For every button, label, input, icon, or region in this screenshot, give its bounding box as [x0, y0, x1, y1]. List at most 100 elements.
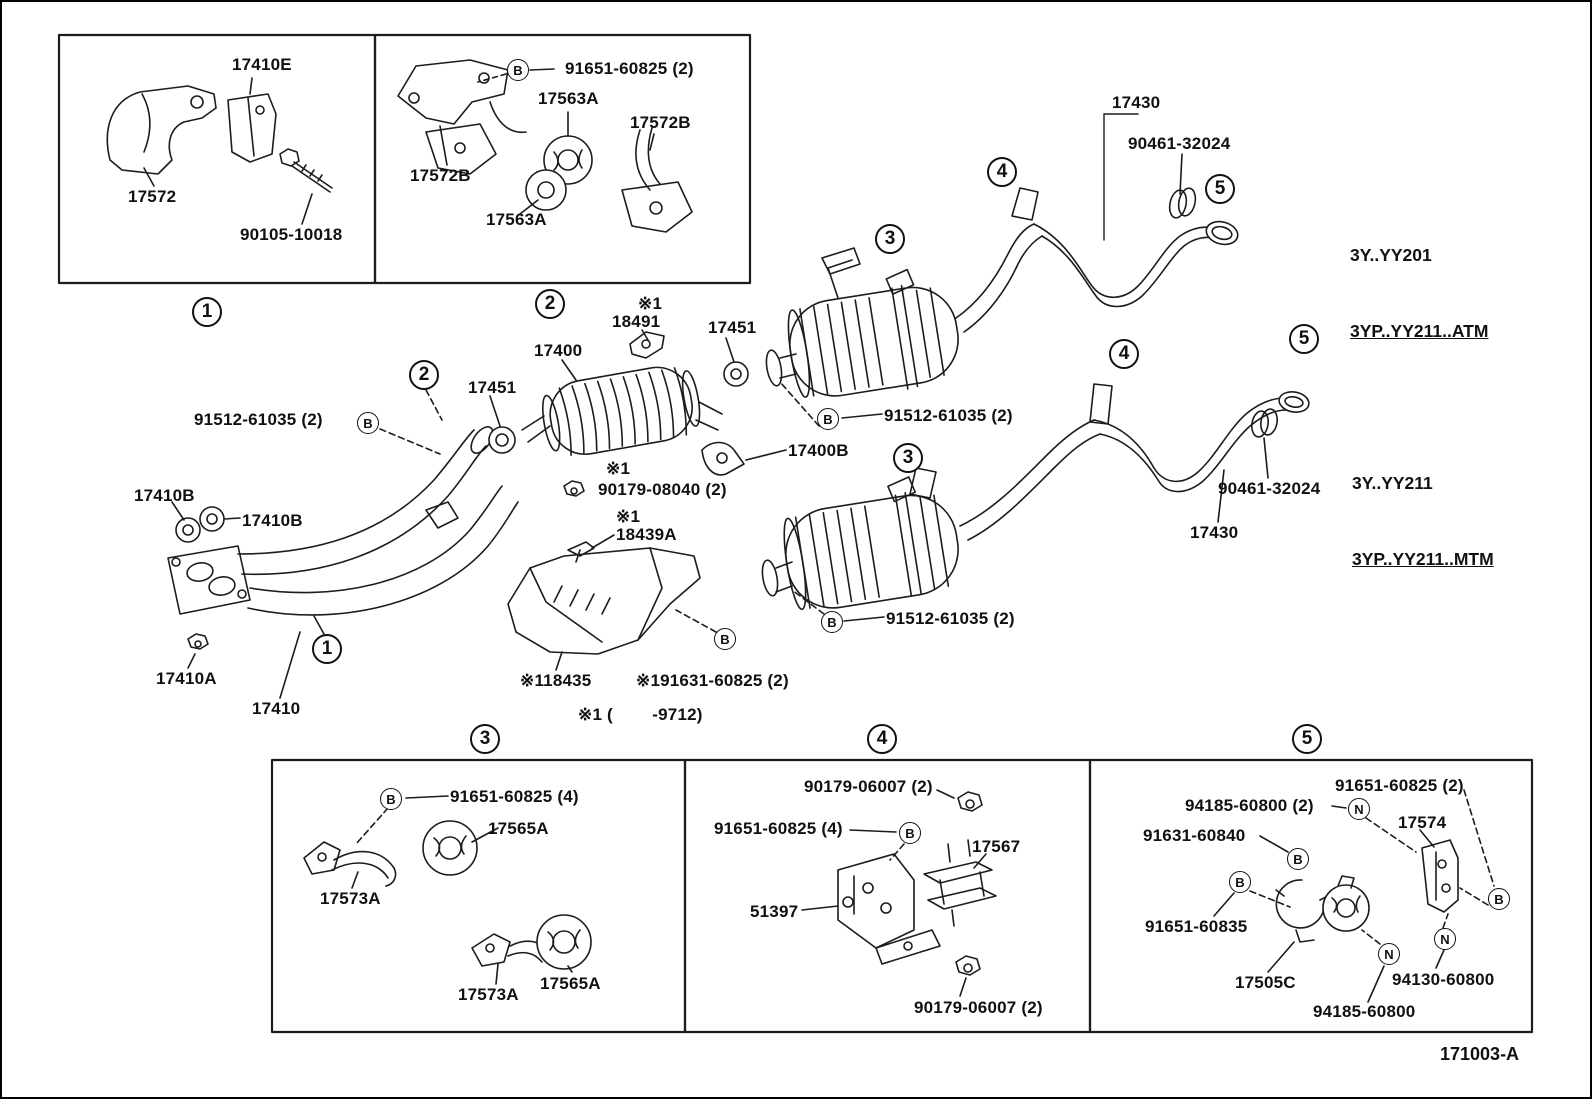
footnote-9712: ※1 ( -9712) [578, 705, 703, 724]
callout-2-inset: 2 [535, 289, 565, 319]
callout-4-mid: 4 [1109, 339, 1139, 369]
part-label-17451-right: 17451 [708, 318, 757, 337]
part-label-91631-60825: ※191631-60825 (2) [636, 671, 789, 690]
inset3-leaders [351, 795, 573, 985]
callout-4-top: 4 [987, 157, 1017, 187]
insulator-17565a-top-art [422, 820, 478, 876]
part-label-17567: 17567 [972, 837, 1021, 856]
inset4-leaders [801, 789, 987, 997]
inset5-leaders [1213, 789, 1495, 1003]
note-nut: ※1 [606, 459, 631, 478]
bracket-17572b-right-art [621, 127, 693, 233]
tailpipe-top-17430-art [955, 187, 1239, 333]
part-label-17410a: 17410A [156, 669, 217, 688]
callout-5-inset: 5 [1292, 724, 1322, 754]
part-label-91651-60825-4a: 91651-60825 (4) [450, 787, 579, 806]
nut-symbol-n-inset5-b: N [1378, 943, 1400, 965]
converter-inlet-stub [521, 415, 551, 443]
bolt-symbol-b-inset5-a: B [1287, 848, 1309, 870]
part-label-90461-bottom: 90461-32024 [1218, 479, 1321, 498]
tailpipe-bottom-17430-art [959, 383, 1310, 541]
doc-number: 171003-A [1440, 1044, 1520, 1064]
part-label-90179-08040: 90179-08040 (2) [598, 480, 727, 499]
muffler-top-hanger-art [821, 247, 861, 299]
part-label-94130-60800: 94130-60800 [1392, 970, 1495, 989]
bracket-17572-art [106, 85, 217, 175]
inset2-leaders [439, 68, 655, 215]
callout-1-main: 1 [312, 634, 342, 664]
bracket-51397-art [837, 853, 941, 965]
bolt-symbol-b-muffler-top: B [817, 408, 839, 430]
gasket-17451-right-art [723, 361, 749, 387]
variant-atm-line1: 3Y..YY201 [1350, 244, 1432, 265]
part-label-17572b-right: 17572B [630, 113, 691, 132]
part-label-91512-bottom: 91512-61035 (2) [886, 609, 1015, 628]
muffler-top-inlet-art [765, 349, 797, 387]
nut-90179-top-art [957, 791, 983, 812]
variant-mtm-line2: 3YP..YY211..MTM [1352, 548, 1494, 569]
part-label-17451-left: 17451 [468, 378, 517, 397]
part-label-17574: 17574 [1398, 813, 1447, 832]
bolt-symbol-b-frontpipe: B [357, 412, 379, 434]
bracket-17400b-art [701, 441, 745, 476]
heat-shield-18435-art [507, 547, 701, 655]
part-label-17430-top: 17430 [1112, 93, 1161, 112]
hanger-17573a-top-art [303, 841, 397, 887]
gasket-17451-left-art [488, 426, 516, 454]
part-label-94185-60800: 94185-60800 [1313, 1002, 1416, 1021]
part-label-17572b-left: 17572B [410, 166, 471, 185]
bolt-symbol-b-shield: B [714, 628, 736, 650]
variant-atm-line2: 3YP..YY211..ATM [1350, 320, 1489, 341]
part-label-17400b: 17400B [788, 441, 849, 460]
clamp-18491-art [629, 331, 665, 359]
clip-18439a-art [567, 541, 595, 563]
bolt-90105-art [279, 148, 333, 193]
part-label-18439a: 18439A [616, 525, 677, 544]
front-pipe-17410-art [167, 426, 519, 616]
part-label-91651-60825-4b: 91651-60825 (4) [714, 819, 843, 838]
part-label-17410b-b: 17410B [242, 511, 303, 530]
part-label-90461-top: 90461-32024 [1128, 134, 1231, 153]
nut-symbol-n-inset5-a: N [1348, 798, 1370, 820]
grommet-17505-art [1322, 875, 1370, 932]
muffler-bottom-inlet-art [761, 559, 793, 597]
bolt-symbol-b-inset5-c: B [1488, 888, 1510, 910]
bolt-symbol-b-muffler-bot: B [821, 611, 843, 633]
main-leaders [171, 113, 1269, 699]
part-label-17410: 17410 [252, 699, 301, 718]
callout-2-main: 2 [409, 360, 439, 390]
part-label-18491: 18491 [612, 312, 661, 331]
insulator-17563a-bottom-art [525, 169, 567, 211]
callout-3-inset: 3 [470, 724, 500, 754]
bolt-symbol-b-inset5-b: B [1229, 871, 1251, 893]
inset-frames [57, 33, 1534, 1034]
part-label-17430-bottom: 17430 [1190, 523, 1239, 542]
muffler-bottom-hanger-art [909, 467, 937, 499]
callout-3-top: 3 [875, 224, 905, 254]
part-label-17400: 17400 [534, 341, 583, 360]
part-label-17563a-top: 17563A [538, 89, 599, 108]
callout-5-mid: 5 [1289, 324, 1319, 354]
part-label-91651-60835: 91651-60835 [1145, 917, 1248, 936]
variant-atm: 3Y..YY201 3YP..YY211..ATM [1350, 192, 1488, 395]
variant-mtm-line1: 3Y..YY211 [1352, 472, 1433, 493]
part-label-17410b-a: 17410B [134, 486, 195, 505]
note-18439: ※1 [616, 507, 641, 526]
insulator-17565a-bottom-art [536, 914, 592, 970]
muffler-bottom-art [783, 476, 959, 611]
part-label-90179-06007-top: 90179-06007 (2) [804, 777, 933, 796]
nut-17410a-art [187, 633, 209, 650]
converter-17400-art [542, 366, 701, 456]
bolt-symbol-b-inset3: B [380, 788, 402, 810]
part-label-91651-60825-2: 91651-60825 (2) [565, 59, 694, 78]
part-label-91512-left: 91512-61035 (2) [194, 410, 323, 429]
callout-5-top: 5 [1205, 174, 1235, 204]
nut-90179-08040-art [563, 480, 585, 497]
part-label-91651-60825-2b: 91651-60825 (2) [1335, 776, 1464, 795]
bracket-17572b-top-art [397, 59, 527, 134]
nut-symbol-n-inset5-c: N [1434, 928, 1456, 950]
variant-mtm: 3Y..YY211 3YP..YY211..MTM [1352, 420, 1494, 623]
bolt-symbol-b-inset2: B [507, 59, 529, 81]
